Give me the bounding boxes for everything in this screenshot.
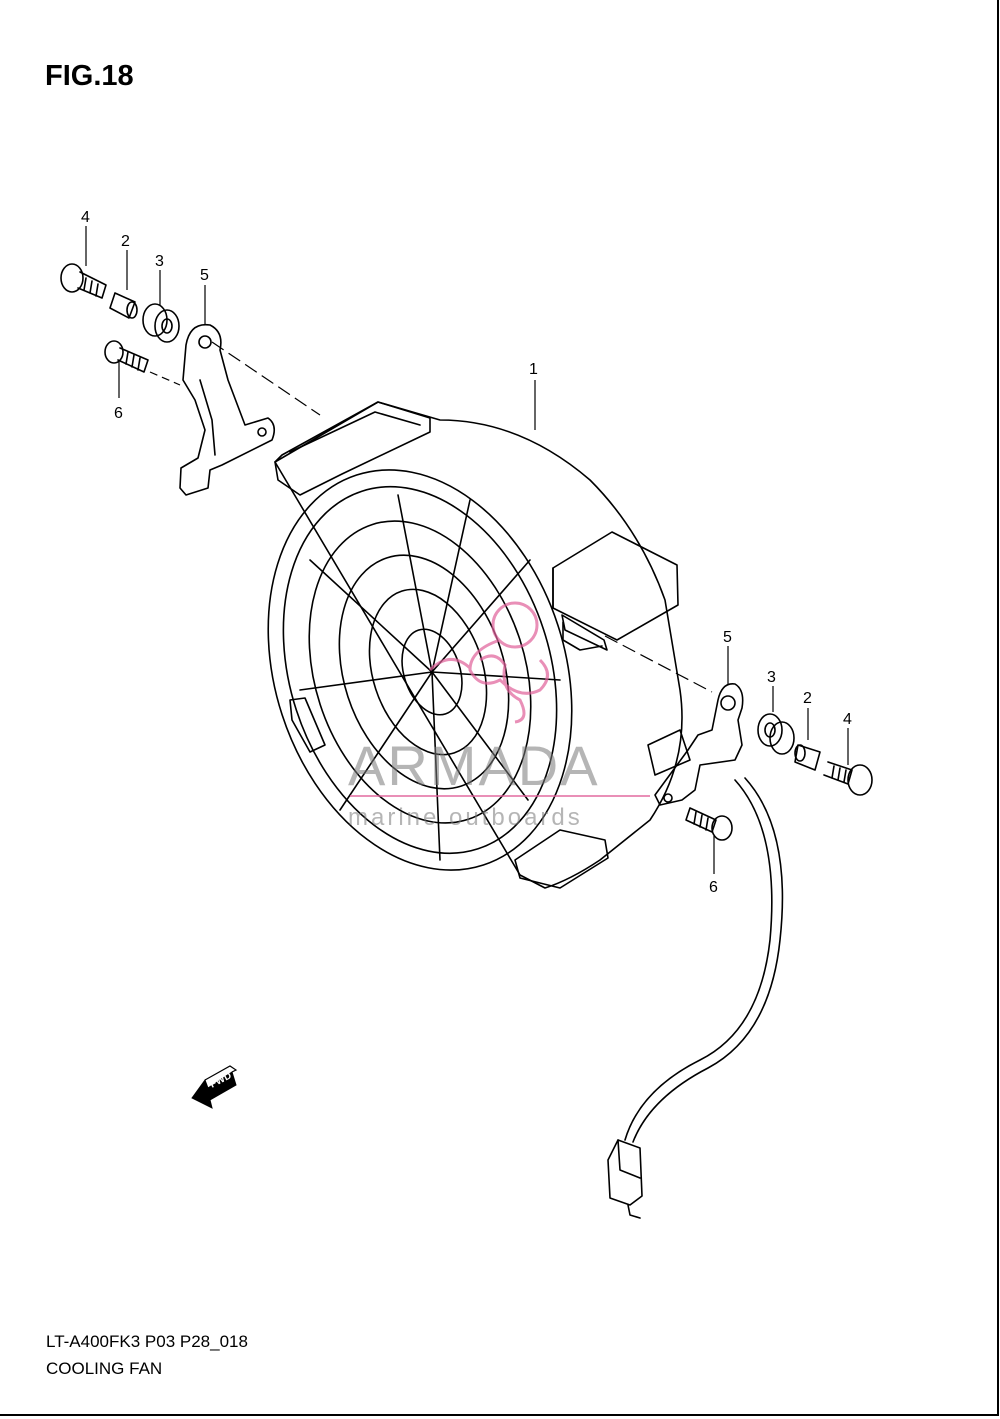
cooling-fan-assembly <box>267 401 691 889</box>
left-bolt-6 <box>104 340 149 373</box>
right-bracket <box>654 683 744 806</box>
part-name: COOLING FAN <box>46 1359 163 1378</box>
left-grommet-3 <box>142 303 180 343</box>
callout-4-left: 4 <box>81 209 90 226</box>
callout-6-right: 6 <box>709 879 718 896</box>
wire-harness <box>624 777 784 1143</box>
callout-2-left: 2 <box>121 233 130 250</box>
callout-6-left: 6 <box>114 405 123 422</box>
left-bracket <box>179 323 276 496</box>
callout-3-left: 3 <box>155 253 164 270</box>
fwd-arrow-icon: FWD <box>191 1065 238 1109</box>
left-collar-2 <box>109 292 138 319</box>
watermark-brand: ARMADA <box>348 734 600 797</box>
callout-labels: 1 2 3 4 5 6 2 3 4 5 6 <box>81 209 852 896</box>
right-bolt-6 <box>685 807 733 841</box>
right-bolt-4 <box>823 761 873 796</box>
right-collar-2 <box>794 744 821 771</box>
callout-4-right: 4 <box>843 711 852 728</box>
watermark-tagline: marine outboards <box>348 804 583 831</box>
callout-5-left: 5 <box>200 267 209 284</box>
callout-2-right: 2 <box>803 690 812 707</box>
right-grommet-3 <box>757 713 795 755</box>
left-bolt-4 <box>60 263 107 299</box>
model-code: LT-A400FK3 P03 P28_018 <box>46 1332 248 1351</box>
callout-5-right: 5 <box>723 629 732 646</box>
watermark-logo-icon <box>428 601 549 724</box>
watermark: ARMADA marine outboards <box>348 601 650 831</box>
connector <box>607 1139 643 1219</box>
figure-title: FIG.18 <box>45 60 134 92</box>
callout-1: 1 <box>529 361 538 378</box>
leader-lines <box>85 226 849 874</box>
callout-3-right: 3 <box>767 669 776 686</box>
